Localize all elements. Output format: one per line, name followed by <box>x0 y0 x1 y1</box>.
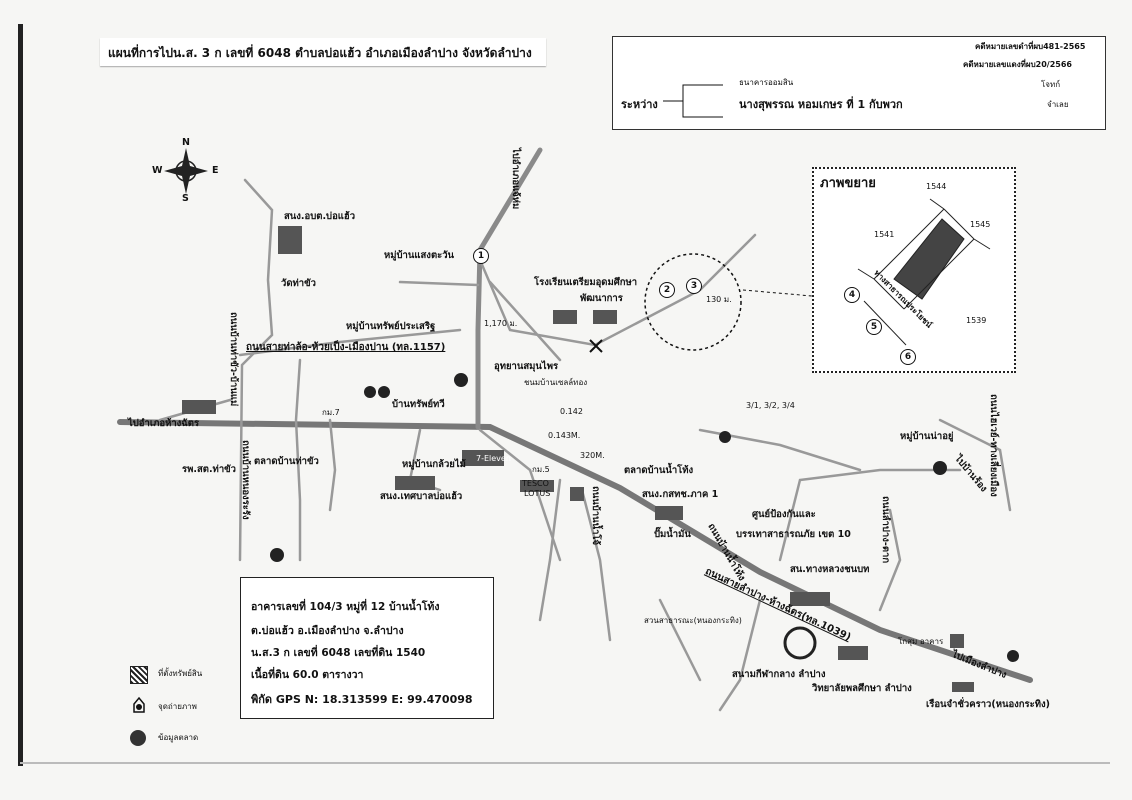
label-ban-nam-oy: หมู่บ้านน่าอยู่ <box>900 431 954 442</box>
legend-item-1: ที่ตั้งทรัพย์สิน <box>158 669 203 678</box>
info-line-2: ต.บ่อแฮ้ว อ.เมืองลำปาง จ.ลำปาง <box>251 625 404 637</box>
label-market-tha-khua: ตลาดบ้านท่าขัว <box>254 456 319 467</box>
label-main-road: ถนนสายท่าล้อ-ห้วยเป็ง-เมืองปาน (ทล.1157) <box>246 342 446 353</box>
label-seven-eleven: 7-Eleven <box>476 454 511 463</box>
label-to-north: ไปอำเภอแจ้ห่ม <box>510 148 521 210</box>
label-dist-0143: 0.143M. <box>548 431 581 440</box>
label-prison: เรือนจำชั่วคราว(หนองกระทิง) <box>926 699 1051 710</box>
between-bracket <box>663 84 723 118</box>
parcel-1539: 1539 <box>966 316 987 325</box>
inset-title: ภาพขยาย <box>820 176 876 191</box>
legend-camera-icon <box>133 696 145 713</box>
inset-marker-5: 5 <box>866 319 882 335</box>
between-label: ระหว่าง <box>621 98 658 111</box>
inset-drawing <box>857 198 991 346</box>
label-pump-station: ปั๊มน้ำมัน <box>654 529 691 540</box>
case-number-black: คดีหมายเลขดำที่ผบ481-2565 <box>975 42 1086 51</box>
legend-item-3: ข้อมูลตลาด <box>158 733 199 742</box>
label-sor-nor-kasat: สนง.กสทช.ภาค 1 <box>642 489 719 500</box>
photo-marker-1: 1 <box>473 248 489 264</box>
label-km5: กม.5 <box>532 465 550 474</box>
road-main-east-west <box>117 419 1033 683</box>
label-dist-1170: 1,170 ม. <box>484 319 518 328</box>
scan-edge-bottom <box>20 762 1110 764</box>
road-north-branch <box>477 147 543 253</box>
legend-market-icon <box>130 730 146 746</box>
label-nong-krating: สวนสาธารณะ(หนองกระทิง) <box>644 616 742 625</box>
label-stadium: สนามกีฬากลาง ลำปาง <box>732 669 826 680</box>
label-road-bo-haeo: ถนนบ้านน้ำโจ้ <box>590 486 601 546</box>
label-sports-school: วิทยาลัยพลศึกษา ลำปาง <box>812 683 912 694</box>
label-kosum: โกสุม อาคาร <box>898 637 944 646</box>
map-title: แผนที่การไปน.ส. 3 ก เลขที่ 6048 ตำบลบ่อแ… <box>108 46 532 60</box>
inset-marker-6: 6 <box>900 349 916 365</box>
compass-e: E <box>212 165 219 176</box>
scan-edge <box>18 24 23 766</box>
property-info-box: อาคารเลขที่ 104/3 หมู่ที่ 12 บ้านน้ำโท้ง… <box>240 577 494 719</box>
label-highways-office: สน.ทางหลวงชนบท <box>790 564 870 575</box>
zoom-connector <box>742 289 813 297</box>
compass-rose <box>164 148 208 194</box>
label-to-hang-chat: ไปอำเภอห้างฉัตร <box>128 418 200 429</box>
label-tesco: TESCO <box>522 479 549 488</box>
label-ban-kluai: หมู่บ้านกล้วยไม้ <box>402 459 466 470</box>
defendant-name: นางสุพรรณ หอมเกษร ที่ 1 กับพวก <box>739 98 903 111</box>
label-tesco-2: LOTUS <box>524 489 551 498</box>
info-line-3: น.ส.3 ก เลขที่ 6048 เลขที่ดิน 1540 <box>251 647 426 659</box>
parcel-1541: 1541 <box>874 230 895 239</box>
label-hospital: รพ.สต.ท่าขัว <box>182 464 236 475</box>
label-herb-2: ชนมบ้านเซลล์ทอง <box>524 378 588 387</box>
case-info-box: คดีหมายเลขดำที่ผบ481-2565 คดีหมายเลขแดงท… <box>612 36 1106 130</box>
label-school-2: พัฒนาการ <box>580 293 623 304</box>
road-north-south <box>475 247 483 430</box>
label-lottery: 3/1, 3/2, 3/4 <box>746 401 795 410</box>
zoom-inset-box: ภาพขยาย 1544 1545 1541 1539 ทางสาธารณประ… <box>812 167 1016 373</box>
label-dist-0142: 0.142 <box>560 407 583 416</box>
inset-marker-4: 4 <box>844 287 860 303</box>
label-sor-nor-bohaew: สนง.อบต.บ่อแฮ้ว <box>284 211 356 222</box>
label-dist-130: 130 ม. <box>706 295 732 304</box>
label-sap-thawee: บ้านทรัพย์ทวี <box>392 399 445 410</box>
label-road-west-2: ถนนบ้านหนองระรัง <box>240 440 251 520</box>
plaintiff-role: โจทก์ <box>1041 80 1061 89</box>
compass-n: N <box>182 137 190 148</box>
label-dist-320: 320M. <box>580 451 605 460</box>
label-herb-garden: อุทยานสมุนไพร <box>494 361 559 372</box>
zoom-circle <box>644 253 742 351</box>
label-road-west: ถนนบ้านท่าขัว-บ้านแม่ <box>228 312 239 407</box>
label-airport-road: ถนนไฮเวย์-ทางเลี่ยงเมือง <box>988 394 999 497</box>
info-line-1: อาคารเลขที่ 104/3 หมู่ที่ 12 บ้านน้ำโท้ง <box>251 601 440 613</box>
info-line-5: พิกัด GPS N: 18.313599 E: 99.470098 <box>251 693 473 706</box>
label-road-lower: ถนนลำปาง-ตาก <box>880 496 891 564</box>
label-disaster-center-2: บรรเทาสาธารณภัย เขต 10 <box>736 529 851 540</box>
label-disaster-center: ศูนย์ป้องกันและ <box>752 509 816 520</box>
compass-w: W <box>152 165 163 176</box>
defendant-role: จำเลย <box>1047 100 1069 109</box>
label-market-nam-khong: ตลาดบ้านน้ำโท้ง <box>624 465 694 476</box>
label-school: โรงเรียนเตรียมอุดมศึกษา <box>534 277 638 288</box>
compass-s: S <box>182 193 189 204</box>
case-number-red: คดีหมายเลขแดงที่ผบ20/2566 <box>963 60 1072 69</box>
legend-item-2: จุดถ่ายภาพ <box>158 702 197 711</box>
photo-marker-2: 2 <box>659 282 675 298</box>
parcel-1544: 1544 <box>926 182 947 191</box>
label-ban-sap-prasert: หมู่บ้านทรัพย์ประเสริฐ <box>346 321 436 332</box>
parcel-1545: 1545 <box>970 220 991 229</box>
legend-hatch-icon <box>130 666 148 684</box>
photo-marker-3: 3 <box>686 278 702 294</box>
label-ban-saeng-tawan: หมู่บ้านแสงตะวัน <box>384 250 455 261</box>
title-bar <box>100 38 546 66</box>
label-sor-nor-tessaban: สนง.เทศบาลบ่อแฮ้ว <box>380 491 463 502</box>
info-line-4: เนื้อที่ดิน 60.0 ตารางวา <box>251 669 364 681</box>
label-km7: กม.7 <box>322 408 340 417</box>
plaintiff-name: ธนาคารออมสิน <box>739 78 794 87</box>
label-wat-tha-khua: วัดท่าขัว <box>281 278 316 289</box>
